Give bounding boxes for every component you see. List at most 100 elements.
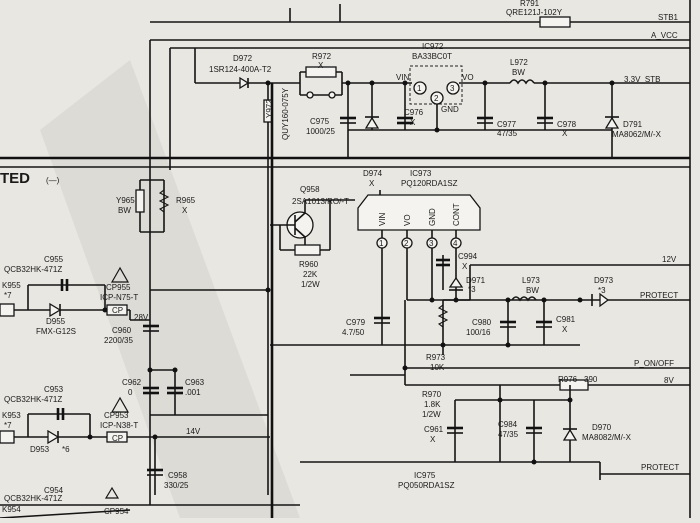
- warning-triangle-icon: [104, 486, 120, 499]
- value-l973: BW: [526, 286, 539, 295]
- label-d973: D973: [594, 276, 614, 285]
- value-c978: X: [562, 129, 568, 138]
- labels: R791 QRE121J-102Y STB1 A_VCC 3.3V_STB 1 2…: [0, 0, 679, 516]
- left-input-section: [0, 83, 300, 519]
- label-c955: C955: [44, 255, 64, 264]
- label-cp953: CP953: [104, 411, 129, 420]
- label-d791: D791: [623, 120, 643, 129]
- v12-section: [270, 264, 690, 348]
- pin-gnd: GND: [441, 105, 459, 114]
- pin-vin: VIN: [396, 73, 410, 82]
- pin-973-2: 2: [404, 239, 409, 248]
- value-d973: *3: [598, 286, 606, 295]
- pin-cont-973: CONT: [452, 203, 461, 226]
- value-r976: 390: [584, 375, 598, 384]
- value-c955: QCB32HK-471Z: [4, 265, 62, 274]
- value-c958: 330/25: [164, 481, 189, 490]
- extra-r970: 1/2W: [422, 410, 441, 419]
- value-d791: MA8062/M/-X: [612, 130, 662, 139]
- value-c962: 0: [128, 388, 133, 397]
- label-r972: R972: [312, 52, 332, 61]
- value-c954: QCB32HK-471Z: [4, 494, 62, 503]
- side-symbol: (—): [46, 176, 60, 185]
- label-ic975: IC975: [414, 471, 436, 480]
- label-ic972: IC972: [422, 42, 444, 51]
- value-ic973: PQ120RDA1SZ: [401, 179, 458, 188]
- paper-fold-shadow: [40, 60, 300, 518]
- label-c976: C976: [404, 108, 424, 117]
- label-r976: R976: [558, 375, 578, 384]
- label-r973: R973: [426, 353, 446, 362]
- value-ic975: PQ050RDA1SZ: [398, 481, 455, 490]
- label-r960: R960: [299, 260, 319, 269]
- label-r791: R791: [520, 0, 540, 8]
- label-c981: C981: [556, 315, 576, 324]
- net-protect: PROTECT: [640, 291, 678, 300]
- value-c975: 1000/25: [306, 127, 335, 136]
- label-qre121: QRE121J-102Y: [506, 8, 563, 17]
- label-c958: C958: [168, 471, 188, 480]
- net-14v: 14V: [186, 427, 201, 436]
- value-c960: 2200/35: [104, 336, 133, 345]
- label-l972: L972: [510, 58, 528, 67]
- value-c953: QCB32HK-471Z: [4, 395, 62, 404]
- label-r965: R965: [176, 196, 196, 205]
- pin-1: 1: [417, 84, 422, 93]
- label-k955: K955: [2, 281, 21, 290]
- pin-vin-973: VIN: [378, 212, 387, 226]
- pin-3: 3: [450, 84, 455, 93]
- pin-2: 2: [434, 94, 439, 103]
- label-c962: C962: [122, 378, 142, 387]
- value-d974: X: [369, 179, 375, 188]
- label-c954: C954: [44, 486, 64, 495]
- net-8v: 8V: [664, 376, 674, 385]
- value-c981: X: [562, 325, 568, 334]
- side-text: TED: [0, 170, 30, 187]
- stb-section: [194, 48, 690, 495]
- value-q958: 2SA1013/RO/-T: [292, 197, 349, 206]
- value-y965: BW: [118, 206, 131, 215]
- tag-cp955: CP: [112, 306, 123, 315]
- label-d970: D970: [592, 423, 612, 432]
- label-l973: L973: [522, 276, 540, 285]
- pin-973-4: 4: [453, 239, 458, 248]
- value-r972: X: [318, 61, 324, 70]
- label-k954: K954: [2, 505, 21, 514]
- label-ic973: IC973: [410, 169, 432, 178]
- net-stb1: STB1: [658, 13, 679, 22]
- label-c953: C953: [44, 385, 64, 394]
- label-cp954: CP954: [104, 507, 129, 516]
- pin-vo-973: VO: [403, 214, 412, 226]
- value-c976: X: [410, 118, 416, 127]
- pin-gnd-973: GND: [428, 208, 437, 226]
- ic973-section: [135, 179, 481, 355]
- value-l972: BW: [512, 68, 525, 77]
- label-c977: C977: [497, 120, 517, 129]
- value-r960: 22K: [303, 270, 318, 279]
- label-c984: C984: [498, 420, 518, 429]
- value-d971: *3: [468, 285, 476, 294]
- value-c994: X: [462, 262, 468, 271]
- net-28v: 28V: [134, 313, 149, 322]
- top-rails: [0, 0, 691, 518]
- value-ic972: BA33BC0T: [412, 52, 452, 61]
- label-d972: D972: [233, 54, 253, 63]
- label-d953: D953: [30, 445, 50, 454]
- label-c994: C994: [458, 252, 478, 261]
- value-r970: 1.8K: [424, 400, 441, 409]
- value-d972: 1SR124-400A-T2: [209, 65, 272, 74]
- label-c979: C979: [346, 318, 366, 327]
- label-r970: R970: [422, 390, 442, 399]
- warning-triangle-icon: [110, 396, 130, 413]
- value-d955: FMX-G12S: [36, 327, 76, 336]
- net-a-vcc: A_VCC: [651, 31, 678, 40]
- v8-section: [300, 300, 690, 480]
- value-c979: 4.7/50: [342, 328, 365, 337]
- net-p-on-off: P_ON/OFF: [634, 359, 674, 368]
- label-k953: K953: [2, 411, 21, 420]
- value-y972: QUY160-075Y: [281, 87, 290, 140]
- net-3v3-stb: 3.3V_STB: [624, 75, 660, 84]
- label-q958: Q958: [300, 185, 320, 194]
- value-r973: 10K: [430, 363, 445, 372]
